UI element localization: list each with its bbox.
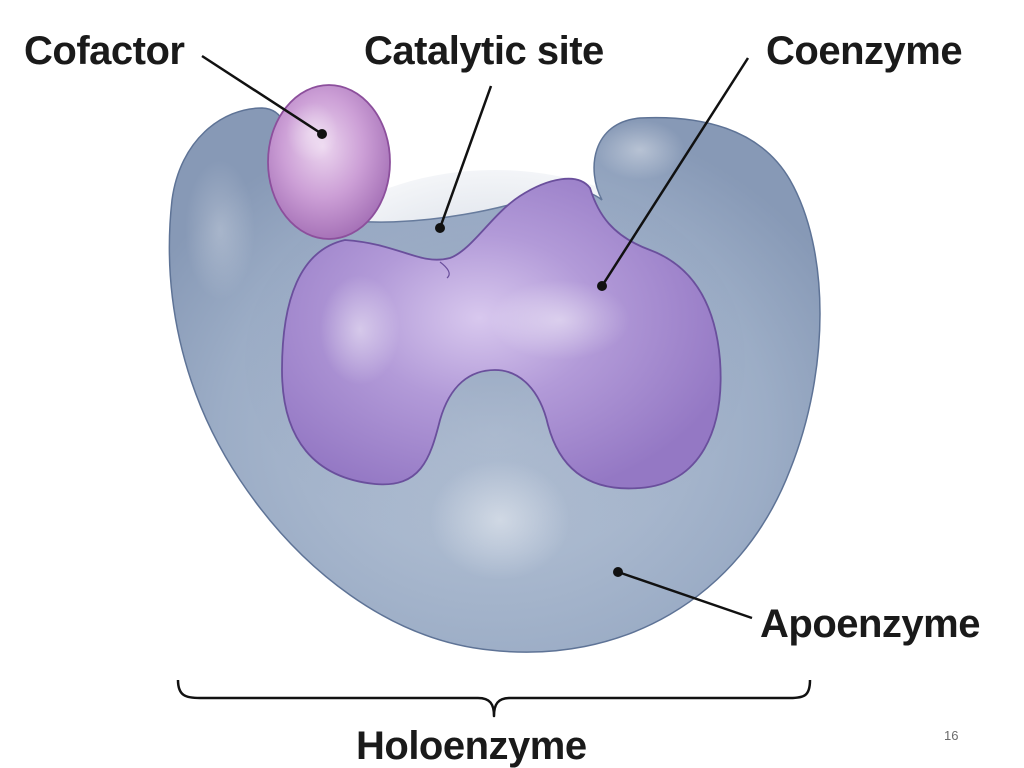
- holoenzyme-label: Holoenzyme: [356, 724, 587, 768]
- apoenzyme-shape: [168, 107, 821, 653]
- coenzyme-label: Coenzyme: [766, 29, 963, 73]
- catalytic-site-label: Catalytic site: [364, 29, 604, 73]
- leader-line-cofactor: [201, 54, 327, 139]
- apoenzyme-label: Apoenzyme: [760, 602, 981, 646]
- page-number: 16: [944, 728, 959, 743]
- cofactor-label: Cofactor: [24, 29, 185, 73]
- leader-line-catalytic-site: [435, 85, 493, 233]
- leader-line-apoenzyme: [613, 567, 753, 620]
- coenzyme-shape: [281, 177, 722, 490]
- leader-line-coenzyme: [597, 57, 750, 291]
- cofactor-shape: [267, 84, 391, 240]
- holoenzyme-brace: [176, 679, 812, 718]
